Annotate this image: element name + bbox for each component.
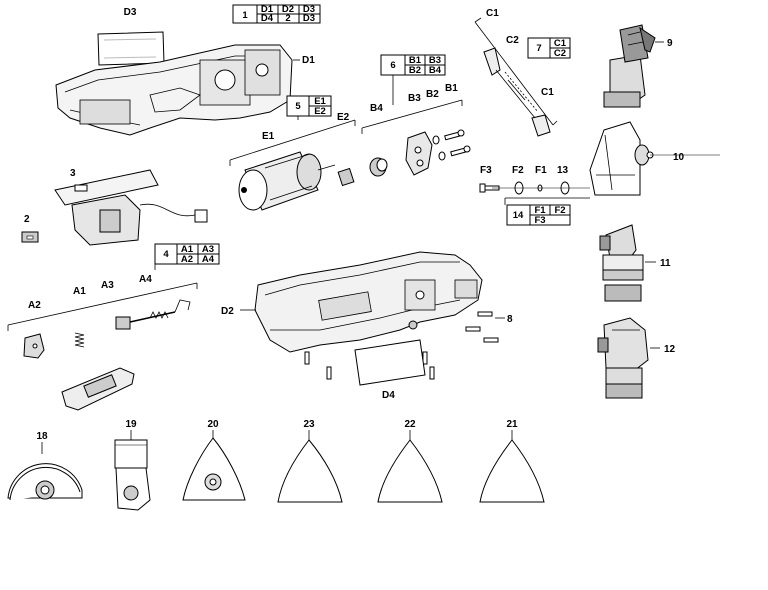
table-14-cell: F2 <box>554 205 565 216</box>
label-b2: B2 <box>426 89 439 100</box>
part-e1-motor <box>238 151 336 211</box>
table-14-cell: F3 <box>534 215 545 226</box>
part-9-drill-chuck-head <box>603 24 656 108</box>
label-18: 18 <box>36 431 48 442</box>
part-b4-gear <box>369 157 388 177</box>
label-b4: B4 <box>370 103 383 114</box>
part-20-sanding-pad <box>182 437 246 501</box>
table-6-cell: B4 <box>429 65 442 76</box>
table-14: 14 F1 F2 F3 <box>506 204 571 226</box>
table-4-cell: A1 <box>181 244 194 255</box>
part-18-segment-saw-blade <box>7 463 83 501</box>
table-1-cell: D1 <box>261 4 274 15</box>
table-6-number: 6 <box>390 60 395 71</box>
label-20: 20 <box>207 419 219 430</box>
label-19: 19 <box>125 419 137 430</box>
table-4: 4 A1 A3 A2 A4 <box>154 243 220 265</box>
part-a2-switch-lever <box>23 333 45 359</box>
table-1: 1 D1 D2 D3 D4 2 D3 <box>232 4 321 24</box>
part-b1-screws <box>444 129 471 157</box>
table-1-cell: D3 <box>303 13 315 24</box>
label-c2: C2 <box>506 35 519 46</box>
label-12: 12 <box>664 344 676 355</box>
part-10-right-angle-attachment <box>589 121 720 196</box>
part-b3-bracket <box>405 131 433 176</box>
label-e2: E2 <box>337 112 350 123</box>
table-7-cell: C2 <box>554 48 566 59</box>
label-3: 3 <box>70 168 76 179</box>
part-19-plunge-blade <box>114 439 151 511</box>
label-a4: A4 <box>139 274 152 285</box>
label-22: 22 <box>404 419 416 430</box>
part-a4-trigger-rod <box>115 299 191 330</box>
label-2: 2 <box>24 214 30 225</box>
label-d3: D3 <box>124 7 137 18</box>
label-11: 11 <box>660 258 671 269</box>
label-f3: F3 <box>480 165 492 176</box>
label-b3: B3 <box>408 93 421 104</box>
part-11-offset-attachment <box>599 224 644 302</box>
part-e2-pinion <box>337 167 355 187</box>
table-14-number: 14 <box>513 210 524 221</box>
part-b2-washers <box>432 135 446 161</box>
table-7-number: 7 <box>536 43 541 54</box>
part-d1-housing-half <box>55 44 293 136</box>
label-c1: C1 <box>541 87 554 98</box>
label-10: 10 <box>673 152 685 163</box>
label-a1: A1 <box>73 286 86 297</box>
label-a3: A3 <box>101 280 114 291</box>
part-d2-housing-half <box>254 251 483 353</box>
table-4-cell: A3 <box>202 244 214 255</box>
label-13: 13 <box>557 165 569 176</box>
label-9: 9 <box>667 38 673 49</box>
part-21-sanding-sheet <box>479 439 545 503</box>
table-5-cell: E1 <box>314 96 326 107</box>
table-7: 7 C1 C2 <box>527 37 571 59</box>
part-d4-label-plate <box>354 339 426 386</box>
table-14-cell: F1 <box>534 205 546 216</box>
label-e1: E1 <box>262 131 275 142</box>
label-23: 23 <box>303 419 315 430</box>
label-d1: D1 <box>302 55 315 66</box>
table-6-cell: B2 <box>409 65 421 76</box>
table-1-number: 1 <box>242 10 248 21</box>
part-12-angle-attachment <box>597 317 649 399</box>
label-b1: B1 <box>445 83 458 94</box>
table-5: 5 E1 E2 <box>286 95 332 117</box>
part-c2-clamp-lever <box>483 47 551 137</box>
table-1-cell: D4 <box>261 13 274 24</box>
table-4-number: 4 <box>163 249 169 260</box>
table-5-cell: E2 <box>314 106 326 117</box>
table-4-cell: A2 <box>181 254 193 265</box>
table-5-number: 5 <box>295 101 301 112</box>
table-6-cell: B3 <box>429 55 441 66</box>
table-6-cell: B1 <box>409 55 422 66</box>
part-d3-label-plate <box>97 31 165 66</box>
label-a2: A2 <box>28 300 41 311</box>
label-f1: F1 <box>535 165 547 176</box>
label-d2: D2 <box>221 306 234 317</box>
table-1-cell: D2 <box>282 4 294 15</box>
table-1-cell: 2 <box>285 13 290 24</box>
table-7-cell: C1 <box>554 38 567 49</box>
table-1-cell: D3 <box>303 4 315 15</box>
part-8-screws <box>304 311 499 380</box>
part-a1-spring <box>74 332 85 348</box>
part-3-switch-board <box>54 169 208 246</box>
part-2-switch-piece <box>21 231 39 243</box>
table-4-cell: A4 <box>202 254 215 265</box>
label-f2: F2 <box>512 165 524 176</box>
label-8: 8 <box>507 314 513 325</box>
part-a3-trigger <box>61 367 135 411</box>
label-d4: D4 <box>382 390 395 401</box>
part-22-sanding-sheet <box>377 439 443 503</box>
label-c1-top: C1 <box>486 8 499 19</box>
label-21: 21 <box>506 419 518 430</box>
table-6: 6 B1 B3 B2 B4 <box>380 54 446 76</box>
part-23-sanding-sheet <box>277 439 343 503</box>
